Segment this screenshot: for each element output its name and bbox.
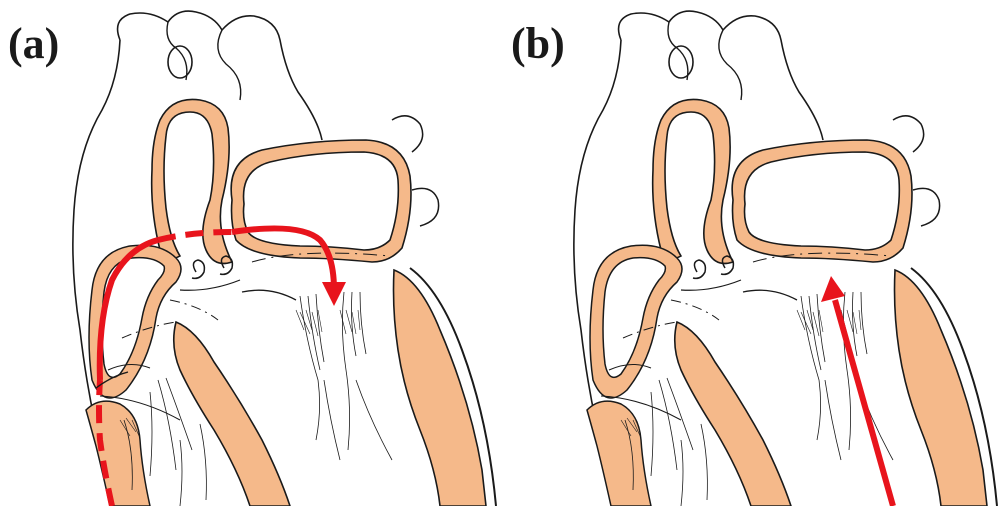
- heart-diagram-b: [501, 0, 1002, 506]
- panel-b: (b): [501, 0, 1002, 506]
- panel-label-a: (a): [8, 22, 59, 66]
- straight-arrow-icon: [821, 276, 893, 506]
- panel-label-b: (b): [511, 22, 565, 66]
- panel-a: (a): [0, 0, 501, 506]
- heart-diagram-a: [0, 0, 501, 506]
